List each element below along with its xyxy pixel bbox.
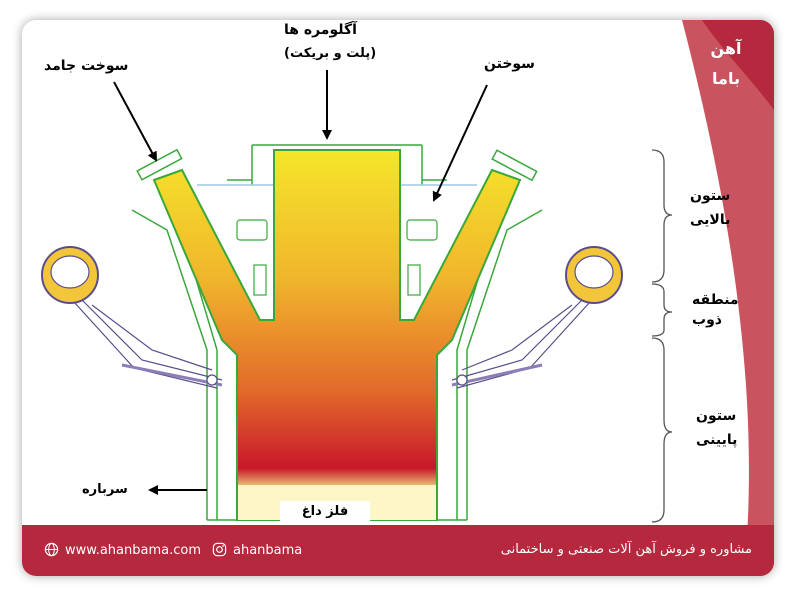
label-fuel: سوختن [484,56,535,72]
label-slag: سرباره [82,482,128,497]
label-top-feed-line2: (پلت و بریکت) [284,46,377,61]
brand-stripe [682,20,774,576]
furnace-diagram [41,20,774,576]
arrows [113,70,488,495]
footer-slogan: مشاوره و فروش آهن آلات صنعتی و ساختمانی [500,542,752,557]
website-text: www.ahanbama.com [65,543,201,558]
infographic-card: آهن باما آگلومره ها (پلت و بریکت) سوخت ج… [22,20,774,576]
instagram-text: ahanbama [233,543,303,558]
zone-upper-line2: بالایی [690,212,731,228]
brand-logo: آهن باما [710,39,742,88]
zone-melting-line1: منطقه [692,292,739,308]
instagram-icon [212,542,227,557]
label-solid-fuel: سوخت جامد [44,58,129,74]
website-link[interactable]: www.ahanbama.com [44,542,201,558]
tuyere-left [41,246,223,389]
main-shaft [152,149,522,521]
zone-melting-line2: ذوب [692,312,722,328]
zone-upper-line1: ستون [690,188,731,204]
brand-stripe-dark [702,20,774,110]
zone-lower-line1: ستون [696,408,737,424]
brackets [236,219,438,296]
label-hot-metal: فلز داغ [280,501,370,523]
tuyere-right [451,246,623,389]
instagram-link[interactable]: ahanbama [212,542,302,558]
footer-bar: www.ahanbama.com ahanbama مشاوره و فروش … [22,525,774,576]
label-top-feed-line1: آگلومره ها [284,22,357,38]
globe-icon [44,542,59,557]
chute-caps [136,148,538,182]
zone-braces [651,149,673,523]
zone-lower-line2: پایینی [696,432,738,448]
